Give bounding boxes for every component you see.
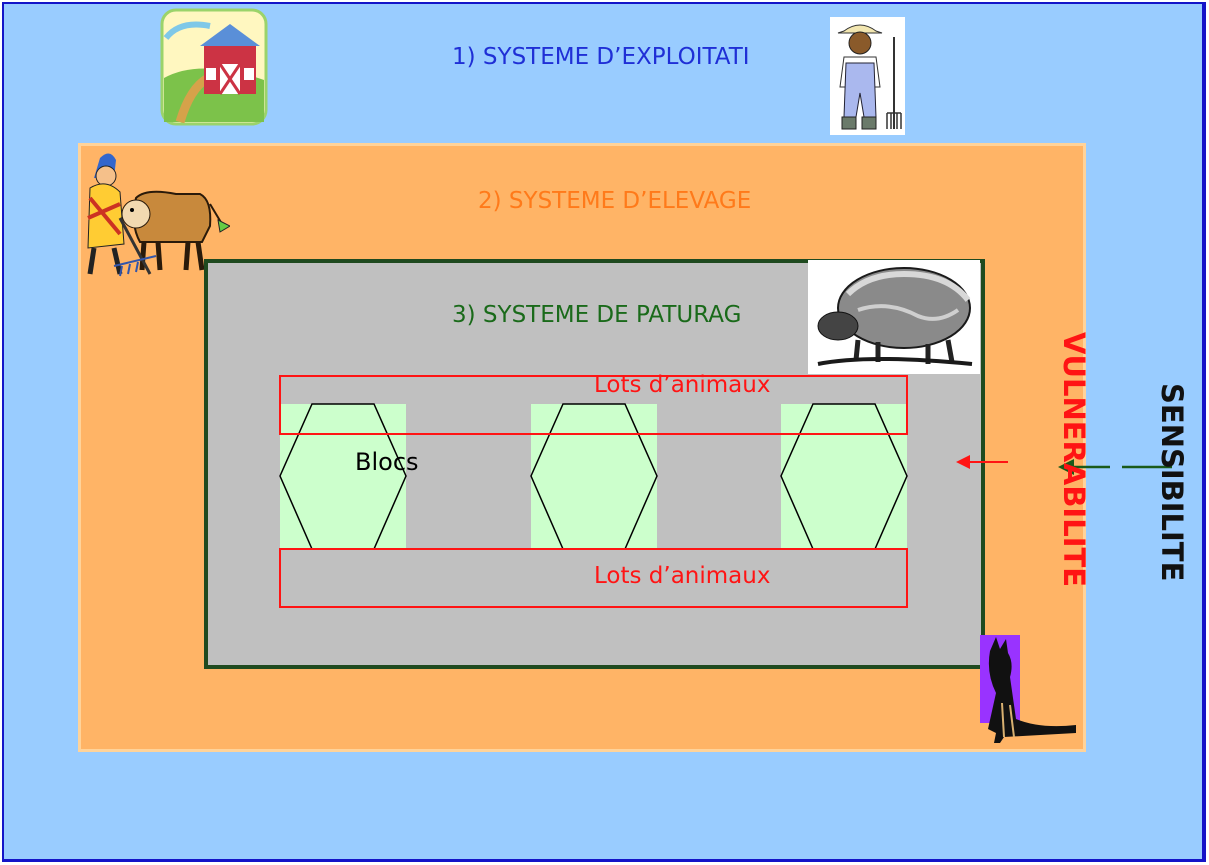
animal-lots-top — [279, 375, 908, 435]
cow-herder-icon — [87, 153, 230, 277]
animal-lots-top-label: Lots d’animaux — [594, 372, 771, 398]
farmer-icon — [830, 17, 905, 135]
vulnerability-label: VULNERABILITE — [1057, 332, 1091, 588]
blocs-label: Blocs — [355, 448, 419, 476]
vulnerability-arrow — [956, 455, 1008, 469]
animal-lots-bottom — [279, 548, 908, 608]
sheep-icon — [808, 260, 980, 374]
exploitation-system-label: 1) SYSTEME D’EXPLOITATI — [452, 44, 750, 70]
elevage-system-label: 2) SYSTEME D’ELEVAGE — [478, 188, 752, 214]
sensitivity-arrow — [1058, 459, 1172, 475]
sensitivity-label: SENSIBILITE — [1155, 383, 1189, 582]
animal-lots-bottom-label: Lots d’animaux — [594, 563, 771, 589]
farm-icon — [160, 8, 268, 126]
paturage-system-label: 3) SYSTEME DE PATURAG — [452, 302, 742, 328]
wolf-icon — [980, 635, 1076, 743]
